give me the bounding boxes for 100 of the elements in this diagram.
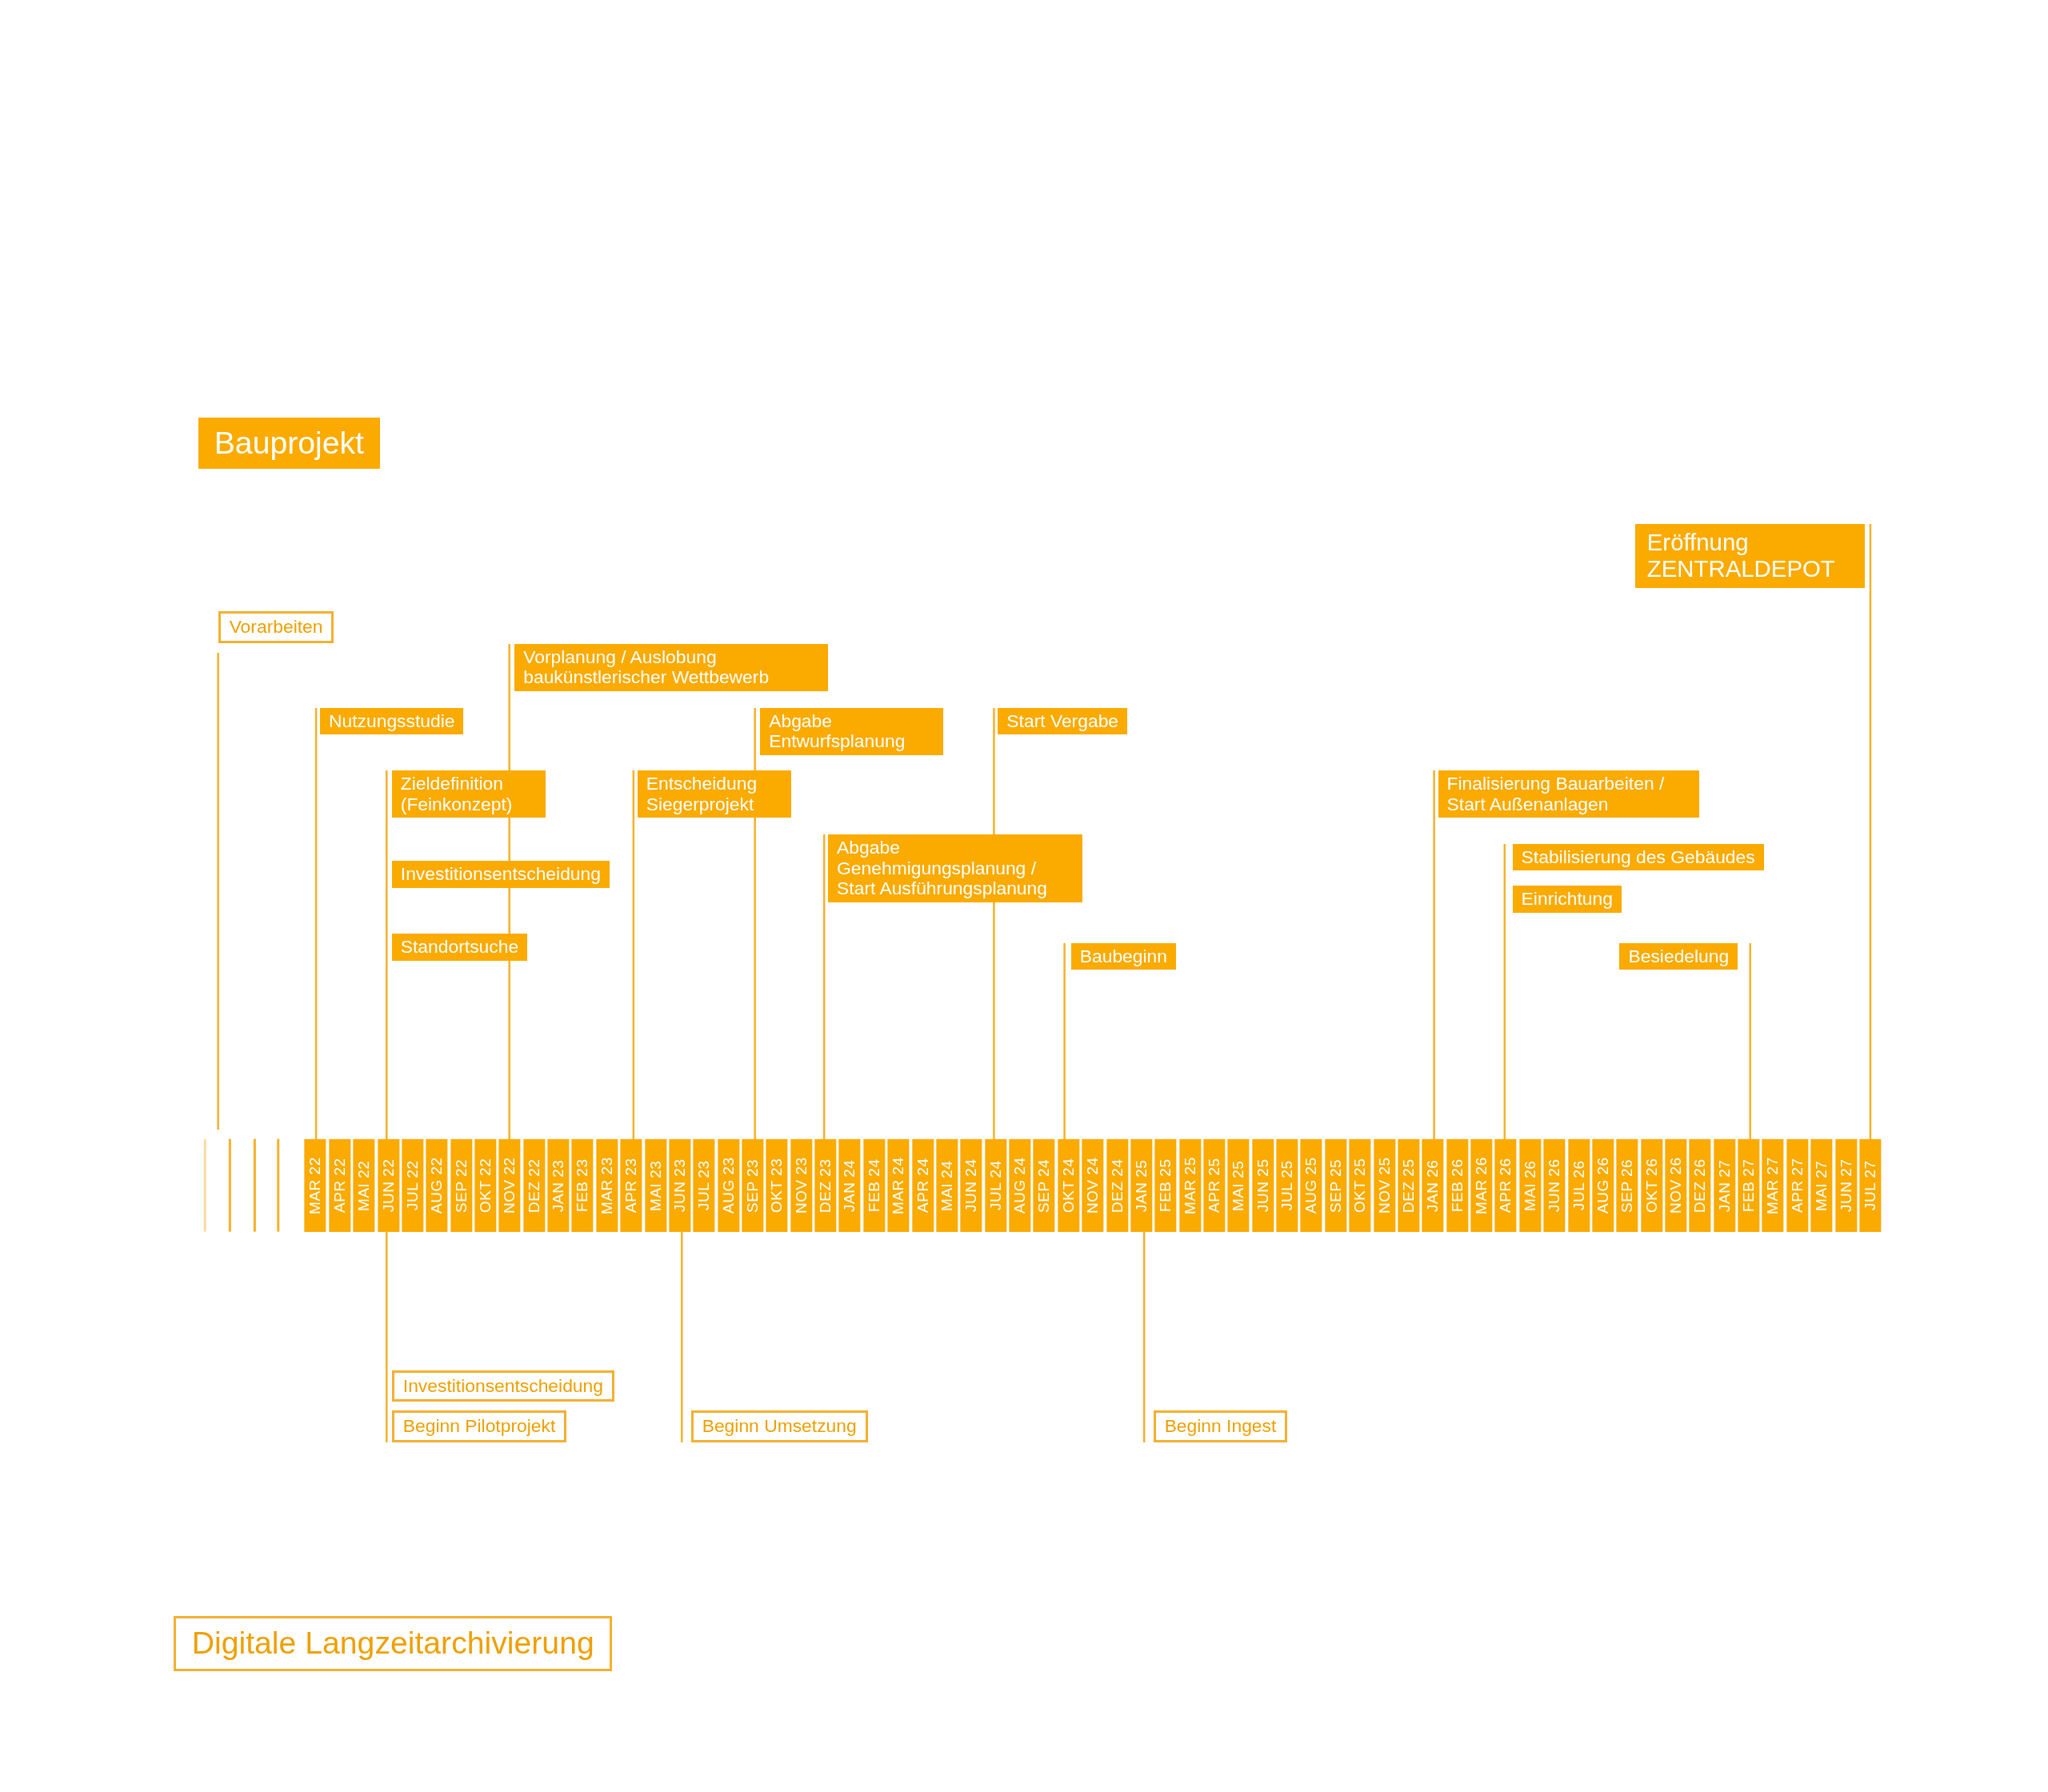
leader-line	[632, 770, 635, 1139]
month-cell: SEP 22	[450, 1138, 472, 1232]
month-cell: OKT 24	[1057, 1138, 1080, 1232]
leader-line	[754, 708, 756, 1139]
leader-line	[1433, 770, 1435, 1139]
month-cell: OKT 22	[474, 1138, 497, 1232]
phase-label: Vorarbeiten	[218, 611, 334, 643]
month-cell: NOV 26	[1664, 1138, 1687, 1232]
month-cell: JUN 24	[960, 1138, 982, 1232]
month-cell: JUN 26	[1543, 1138, 1566, 1232]
month-cell: SEP 26	[1616, 1138, 1638, 1232]
month-cell: JAN 26	[1422, 1138, 1444, 1232]
milestone-label: Zieldefinition (Feinkonzept)	[391, 770, 546, 818]
month-cell: FEB 27	[1738, 1138, 1760, 1232]
month-cell: OKT 26	[1640, 1138, 1662, 1232]
section-heading: Bauprojekt	[198, 418, 380, 469]
month-cell: JAN 23	[547, 1138, 570, 1232]
milestone-label: Investitionsentscheidung	[391, 1370, 614, 1402]
month-cell: MAI 26	[1518, 1138, 1542, 1232]
month-cell: FEB 26	[1446, 1138, 1469, 1232]
month-cell: NOV 22	[498, 1138, 521, 1232]
leader-line	[822, 834, 826, 1139]
month-cell: JUN 22	[377, 1138, 399, 1232]
milestone-label: Beginn Ingest	[1153, 1410, 1288, 1442]
month-cell: JUL 22	[401, 1138, 424, 1232]
month-cell: DEZ 23	[814, 1138, 837, 1232]
milestone-label: Abgabe Entwurfsplanung	[760, 707, 943, 756]
month-cell: APR 22	[328, 1138, 351, 1232]
month-cell: JUL 24	[984, 1138, 1007, 1232]
leader-line	[1869, 524, 1872, 1139]
month-cell: MAI 24	[935, 1138, 958, 1232]
leader-line	[1503, 844, 1506, 1139]
month-cell: OKT 25	[1349, 1138, 1371, 1232]
month-cell: MAR 24	[887, 1138, 910, 1232]
month-cell: JUN 23	[668, 1138, 691, 1232]
month-cell: JAN 24	[838, 1138, 861, 1232]
leader-line	[386, 770, 388, 1139]
milestone-label: Beginn Pilotprojekt	[391, 1410, 567, 1442]
milestone-label: Entscheidung Siegerprojekt	[637, 770, 792, 818]
month-cell: SEP 23	[742, 1138, 764, 1232]
month-cell: DEZ 22	[522, 1138, 546, 1232]
month-cell: JUN 27	[1834, 1138, 1857, 1232]
month-cell: JAN 27	[1713, 1138, 1736, 1232]
month-cell: APR 23	[620, 1138, 642, 1232]
leader-line	[386, 1232, 388, 1442]
milestone-label: Abgabe Genehmigungsplanung / Start Ausführungsplanung	[828, 834, 1083, 903]
month-cell: MAI 27	[1810, 1138, 1833, 1232]
leader-line	[1142, 1232, 1146, 1442]
leader-line	[1063, 943, 1066, 1139]
milestone-label: Nutzungsstudie	[320, 707, 464, 735]
milestone-label: Vorplanung / Auslobung baukünstlerischer Wettbewerb	[514, 643, 829, 692]
month-cell: JUN 25	[1251, 1138, 1274, 1232]
month-cell: AUG 25	[1300, 1138, 1322, 1232]
leader-line	[1749, 943, 1751, 1139]
month-cell: SEP 24	[1033, 1138, 1055, 1232]
month-cell: JUL 25	[1276, 1138, 1298, 1232]
milestone-label: Eröffnung ZENTRALDEPOT	[1635, 523, 1866, 589]
month-cell: FEB 25	[1154, 1138, 1177, 1232]
month-cell: NOV 24	[1082, 1138, 1104, 1232]
month-cell: SEP 25	[1324, 1138, 1347, 1232]
month-cell: FEB 23	[571, 1138, 594, 1232]
month-cell: MAI 23	[644, 1138, 666, 1232]
month-cell: APR 24	[911, 1138, 934, 1232]
leader-line	[681, 1232, 683, 1442]
month-cell: MAR 26	[1470, 1138, 1493, 1232]
month-cell: MAR 22	[304, 1138, 326, 1232]
section-heading: Digitale Langzeitarchivierung	[174, 1615, 613, 1671]
month-cell: NOV 25	[1373, 1138, 1395, 1232]
month-cell: MAR 25	[1178, 1138, 1201, 1232]
month-cell: MAR 23	[595, 1138, 618, 1232]
milestone-label: Einrichtung	[1512, 885, 1622, 913]
month-cell: DEZ 25	[1397, 1138, 1420, 1232]
milestone-label: Finalisierung Bauarbeiten / Start Außenanlagen	[1438, 770, 1700, 818]
leader-line	[217, 653, 219, 1130]
month-cell: JUL 26	[1567, 1138, 1590, 1232]
milestone-label: Besiedelung	[1619, 942, 1738, 970]
month-cell: APR 27	[1786, 1138, 1809, 1232]
month-cell: NOV 23	[790, 1138, 813, 1232]
month-cell: MAI 22	[353, 1138, 375, 1232]
milestone-label: Standortsuche	[391, 934, 528, 961]
month-cell: AUG 23	[717, 1138, 739, 1232]
month-cell: DEZ 26	[1689, 1138, 1711, 1232]
milestone-label: Beginn Umsetzung	[690, 1410, 868, 1442]
month-cell: AUG 26	[1591, 1138, 1614, 1232]
month-cell: DEZ 24	[1106, 1138, 1128, 1232]
month-cell: JUL 23	[693, 1138, 715, 1232]
month-cell: JUL 27	[1858, 1138, 1882, 1232]
milestone-label: Start Vergabe	[998, 707, 1128, 735]
month-cell: FEB 24	[862, 1138, 886, 1232]
milestone-label: Investitionsentscheidung	[391, 860, 610, 888]
milestone-label: Baubeginn	[1070, 942, 1176, 970]
month-cell: APR 26	[1494, 1138, 1517, 1232]
milestone-label: Stabilisierung des Gebäudes	[1512, 843, 1764, 871]
month-cell: APR 25	[1203, 1138, 1226, 1232]
month-cell: JAN 25	[1130, 1138, 1153, 1232]
month-cell: AUG 24	[1009, 1138, 1031, 1232]
leader-line	[314, 708, 318, 1139]
month-cell: MAR 27	[1762, 1138, 1784, 1232]
month-cell: MAI 25	[1227, 1138, 1250, 1232]
month-cell: OKT 23	[766, 1138, 788, 1232]
